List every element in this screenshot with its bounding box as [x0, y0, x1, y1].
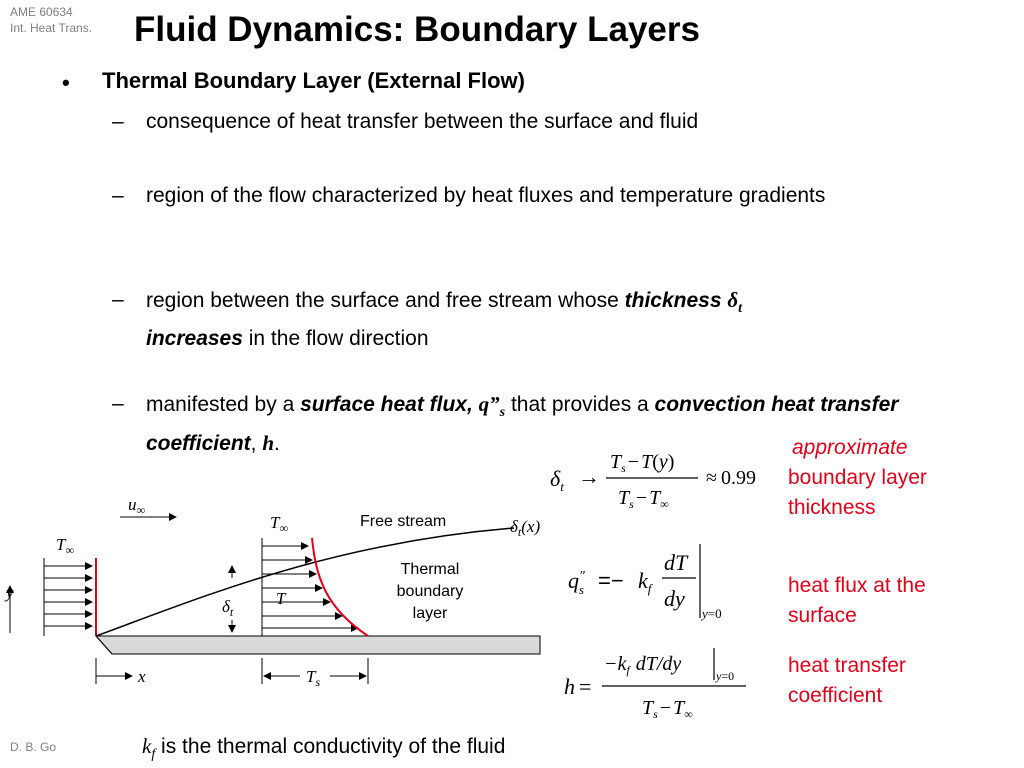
eq2-equals: =− [598, 568, 624, 593]
slide-title: Fluid Dynamics: Boundary Layers [134, 10, 700, 49]
bullet-marker: • [62, 70, 70, 95]
eq1-value: ≈0.99 [706, 467, 756, 489]
delta-t-x-label: δt(x) [510, 517, 540, 539]
sub-item-1: consequence of heat transfer between the… [146, 110, 699, 133]
q-symbol: q”s [478, 392, 506, 421]
eq2-lhs: q″s [568, 568, 585, 597]
course-label: AME 60634 Int. Heat Trans. [10, 4, 92, 36]
author-label: D. B. Go [10, 740, 57, 754]
eq3-lhs: h= [564, 674, 591, 699]
equation-heat-flux: q″s =− kf dT dy y=0 [568, 544, 722, 621]
course-name: Int. Heat Trans. [10, 21, 93, 35]
thermal-bl-label-1: Thermal [401, 561, 460, 578]
x-axis-label: x [137, 667, 146, 686]
thermal-boundary-layer-figure: y x u∞ T∞ δt(x) Free stream δt T∞ T Ther… [4, 495, 541, 689]
eq3-eval: y=0 [715, 669, 734, 683]
dash-marker-4: – [112, 392, 124, 415]
sub-item-2: region of the flow characterized by heat… [146, 184, 826, 207]
eq1-denominator: Ts−T∞ [618, 487, 669, 511]
note-heat-flux: heat flux at the surface [788, 574, 926, 627]
kf-definition: kf is the thermal conductivity of the fl… [142, 734, 506, 763]
note-thickness: approximate boundary layer thickness [788, 436, 927, 519]
thermal-boundary-edge [95, 527, 515, 637]
t-inf-inlet-label: T∞ [56, 535, 74, 557]
t-profile-label: T [276, 589, 287, 608]
equation-thickness: δt → Ts−T(y) Ts−T∞ ≈0.99 [550, 451, 756, 511]
eq2-dT: dT [664, 550, 689, 575]
u-inf-label: u∞ [128, 495, 146, 517]
increases-emphasis: increases [146, 327, 243, 351]
eq3-denominator: Ts−T∞ [642, 697, 693, 721]
free-stream-label: Free stream [360, 513, 446, 530]
sub-item-4: manifested by a surface heat flux, q”s t… [146, 392, 899, 456]
profile-temperature-arrows [262, 542, 359, 632]
eq2-dy: dy [664, 586, 685, 611]
dash-marker-1: – [112, 110, 124, 133]
course-number: AME 60634 [10, 5, 73, 19]
eq2-k: kf [638, 568, 654, 596]
dash-marker-3: – [112, 288, 124, 311]
h-symbol: h [262, 431, 275, 456]
main-bullet-heading: Thermal Boundary Layer (External Flow) [102, 68, 525, 93]
delta-symbol: δt [727, 288, 743, 317]
temperature-profile-curve [311, 537, 369, 637]
thickness-emphasis: thickness [624, 289, 722, 312]
surface-heat-flux-emphasis: surface heat flux, [300, 393, 473, 416]
eq1-delta: δt [550, 466, 564, 494]
delta-t-label: δt [222, 597, 234, 619]
ts-label: Ts [306, 667, 320, 689]
surface-plate [94, 635, 541, 655]
thermal-bl-label-3: layer [413, 605, 448, 622]
t-inf-profile-label: T∞ [270, 513, 288, 535]
y-axis-label: y [4, 583, 14, 602]
eq2-eval: y=0 [700, 606, 722, 621]
sub-item-3: region between the surface and free stre… [146, 288, 743, 351]
dash-marker-2: – [112, 184, 124, 207]
thermal-bl-label-2: boundary [397, 583, 464, 600]
inlet-temperature-arrows [44, 562, 93, 630]
eq1-arrow: → [578, 464, 600, 489]
note-h: heat transfer coefficient [788, 654, 906, 707]
eq1-numerator: Ts−T(y) [610, 451, 674, 475]
convection-coefficient-emphasis: convection heat transfer coefficient [146, 393, 899, 456]
